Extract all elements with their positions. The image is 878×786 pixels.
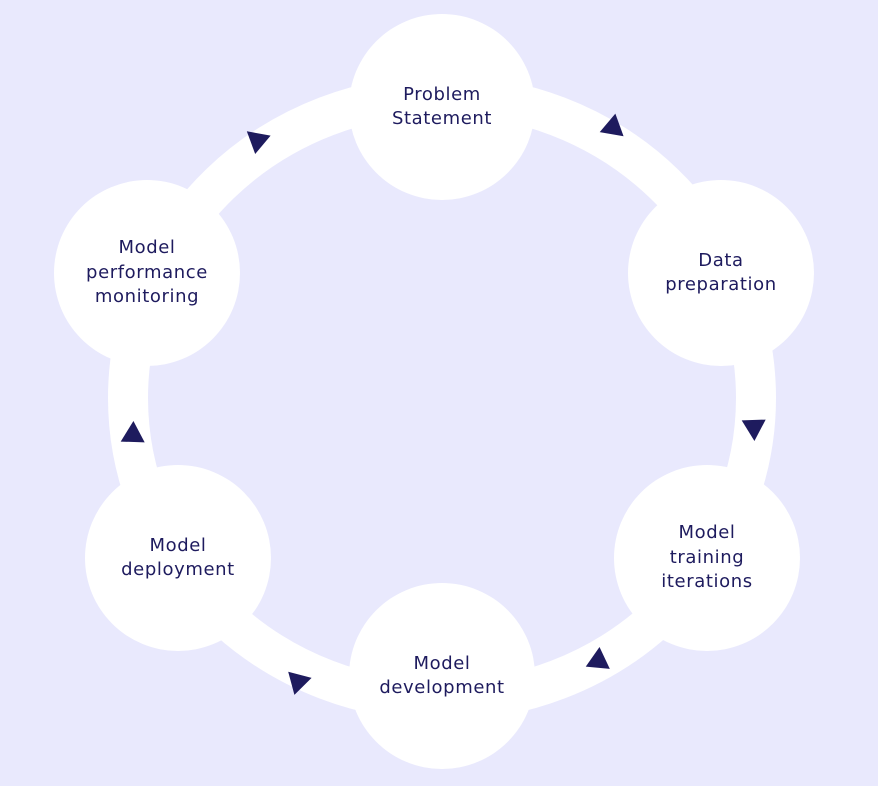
step-label: Model training iterations [661,522,753,593]
step-label: Data preparation [665,249,777,296]
step-label: Problem Statement [391,83,493,130]
flow-arrow-icon [585,647,610,669]
step-label: Model development [379,652,505,699]
step-problem-statement: Problem Statement [349,14,535,200]
step-model-deployment: Model deployment [85,465,271,651]
flow-arrow-icon [741,419,766,441]
step-label: Model performance monitoring [86,237,208,308]
flow-arrow-icon [120,421,145,443]
arrow-layer [120,113,766,695]
step-label: Model deployment [121,534,235,581]
flow-arrow-icon [599,113,624,137]
step-model-training-iterations: Model training iterations [614,465,800,651]
step-model-performance-monitoring: Model performance monitoring [54,180,240,366]
step-model-development: Model development [349,583,535,769]
flow-arrow-icon [246,131,271,154]
flow-arrow-icon [288,671,312,695]
step-data-preparation: Data preparation [628,180,814,366]
